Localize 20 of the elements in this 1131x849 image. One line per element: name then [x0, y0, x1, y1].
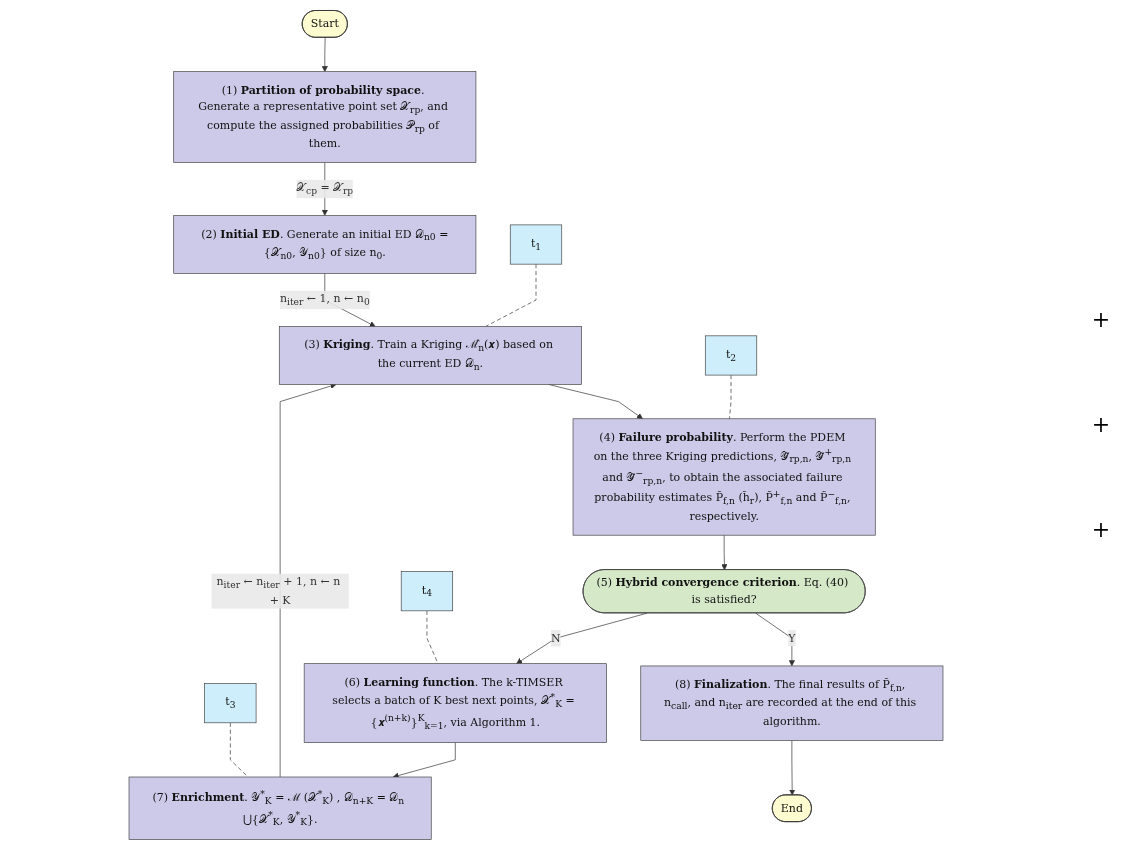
node-box: t$_{2}$: [704, 335, 757, 375]
node-box: (1) Partition of probability space. Generate a representative point set 𝒳$_{rp}$, and compute the assigned probabilities 𝒫$_{rp}$ of them.: [172, 70, 476, 163]
node-box: t$_{1}$: [509, 224, 562, 264]
plus-sign: +: [1091, 412, 1111, 437]
node-box: (8) Finalization. The final results of P̃$_{f,n}$, n$_{call}$, and n$_{iter}$ are recorded at the end of this algorithm.: [639, 665, 943, 741]
edge-label: n$_{iter}$ ← 1, n ← n$_{0}$: [279, 291, 370, 307]
plus-sign: +: [1091, 307, 1111, 332]
node-box: t$_{4}$: [400, 570, 453, 611]
connector: [728, 374, 731, 419]
node-box: (3) Kriging. Train a Kriging ℳ̂$_{n}$(𝒙) based on the current ED 𝒟$_{n}$.: [278, 325, 582, 385]
edge-label: N: [550, 630, 561, 644]
plus-sign: +: [1091, 517, 1111, 542]
node-box: t$_{3}$: [203, 682, 256, 723]
node-box: (2) Initial ED. Generate an initial ED 𝒟$_{n0}$ ={𝒳$_{n0}$, 𝒴$_{n0}$} of size n$_{0}$.: [172, 214, 476, 274]
edge-label: 𝒳$_{cp}$ = 𝒳$_{rp}$: [295, 180, 353, 196]
node-box: (7) Enrichment. 𝒴$^{*}$$_{K}$ = ℳ (𝒳$^{*}$$_{K}$) , 𝒟$_{n+K}$ = 𝒟$_{n}$ ⋃{𝒳$^{*}$$_{K}$, 𝒴$^{*}$$_{K}$}.: [128, 776, 432, 840]
node-box: (6) Learning function. The k-TIMSER selects a batch of K best next points, 𝒳$^{*}$$_{K}$ = {𝒙$^{(n+k)}$}$^{K}$$_{k=1}$, via Algorithm 1.: [303, 662, 607, 743]
edge-label: Y: [787, 630, 795, 644]
edge-label: n$_{iter}$ ← n$_{iter}$ + 1, n ← n + K: [216, 574, 340, 607]
connector: [426, 609, 438, 664]
